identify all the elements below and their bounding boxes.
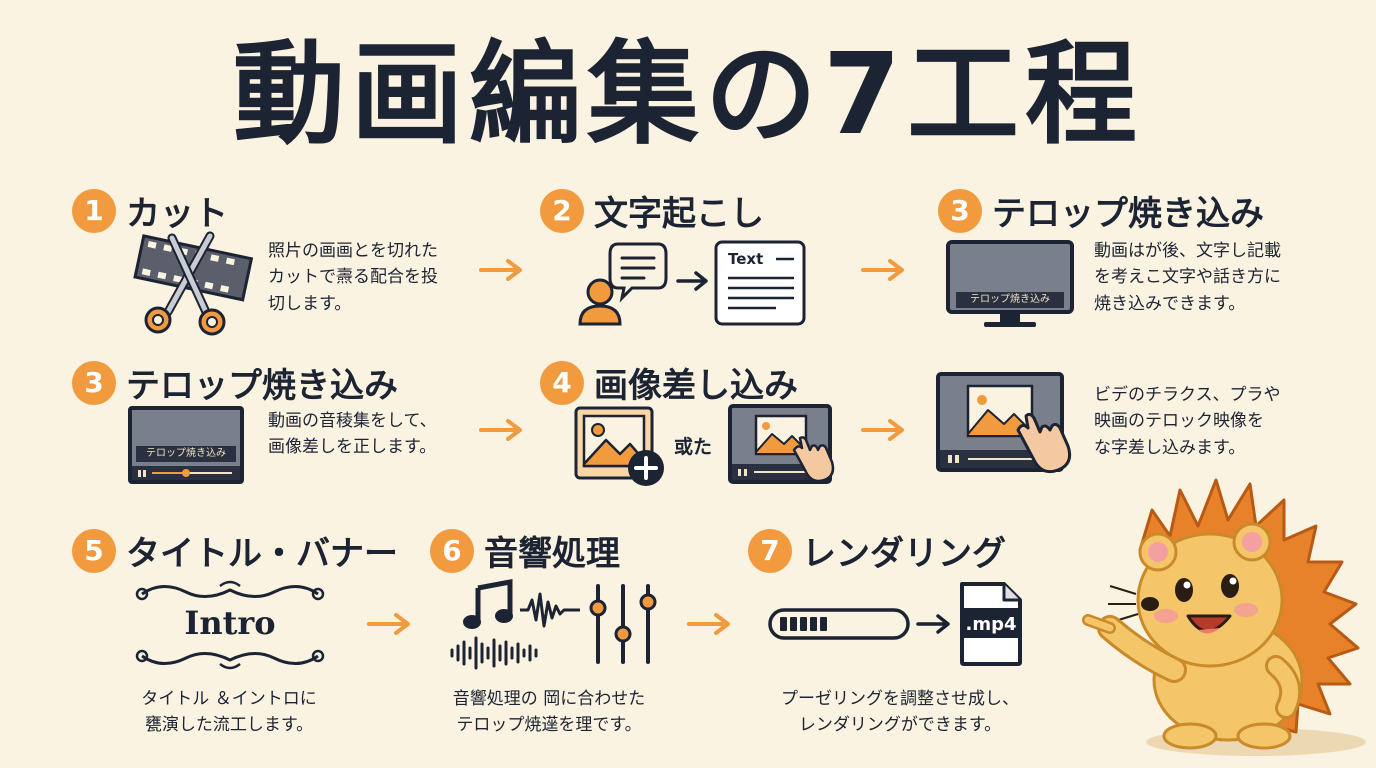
step-3b-header: 3 テロップ焼き込み bbox=[72, 358, 398, 407]
waveform-icon bbox=[520, 592, 580, 628]
image-add-icon bbox=[574, 406, 664, 486]
file-label: .mp4 bbox=[965, 614, 1016, 635]
step-3b-title: テロップ焼き込み bbox=[126, 366, 398, 406]
film-scissors-icon bbox=[133, 231, 254, 336]
arrow-icon bbox=[479, 259, 522, 281]
arrow-icon bbox=[916, 614, 950, 634]
ornament-banner-icon: Intro bbox=[135, 580, 325, 670]
arrow-icon bbox=[687, 613, 730, 635]
step-3-desc: 動画はが後、文字し記載 を考えこ文字や話き方に 焼き込みできます。 bbox=[1094, 241, 1281, 314]
video-player-icon: テロップ焼き込み bbox=[128, 406, 244, 484]
step-6-desc: 音響処理の 岡に合わせた テロップ焼遳を理です。 bbox=[452, 689, 646, 736]
step-5-desc: タイトル ＆イントロに 甕演した流工します。 bbox=[141, 689, 317, 736]
step-5-header: 5 タイトル・バナー bbox=[72, 526, 398, 575]
audio-bars-icon bbox=[450, 636, 538, 670]
step-3-title: テロップ焼き込み bbox=[992, 194, 1264, 234]
telop-label: テロップ焼き込み bbox=[956, 292, 1064, 308]
step-7-header: 7 レンダリング bbox=[748, 526, 1006, 575]
step-2-title: 文字起こし bbox=[594, 194, 764, 234]
step-5-badge: 5 bbox=[72, 528, 116, 573]
page-title: 動画編集の7工程 bbox=[233, 30, 1143, 160]
hedgehog-mascot bbox=[1082, 478, 1366, 756]
step-3-header: 3 テロップ焼き込み bbox=[938, 186, 1264, 235]
step-7-desc: プーゼリングを調整させ成し、 レンダリングができます。 bbox=[781, 689, 1019, 736]
speech-person-icon bbox=[578, 242, 668, 326]
step-6-badge: 6 bbox=[430, 528, 474, 573]
step-6-header: 6 音響処理 bbox=[430, 526, 620, 575]
step-3-badge: 3 bbox=[938, 188, 982, 233]
equalizer-icon bbox=[589, 584, 657, 664]
arrow-icon bbox=[861, 419, 904, 441]
telop-label: テロップ焼き込み bbox=[136, 446, 236, 462]
step-2-badge: 2 bbox=[540, 188, 584, 233]
step-1-desc: 照片の画画とを切れた カットで燾る配合を投 切します。 bbox=[268, 241, 438, 314]
step-6-title: 音響処理 bbox=[484, 534, 620, 574]
step-4-badge: 4 bbox=[540, 360, 584, 405]
arrow-icon bbox=[479, 419, 522, 441]
touch-screen-icon-large bbox=[936, 372, 1072, 474]
arrow-icon bbox=[861, 259, 904, 281]
or-label: 或た bbox=[674, 436, 713, 458]
step-4-title: 画像差し込み bbox=[594, 366, 798, 406]
touch-screen-icon bbox=[728, 404, 835, 484]
step-3b-badge: 3 bbox=[72, 360, 116, 405]
document-label: Text bbox=[728, 250, 763, 268]
step-4-header: 4 画像差し込み bbox=[540, 358, 798, 407]
arrow-icon bbox=[367, 613, 410, 635]
mp4-file-icon: .mp4 bbox=[960, 582, 1022, 666]
step-1-badge: 1 bbox=[72, 188, 116, 233]
step-3b-desc: 動画の音稜集をして、 画像差しを正します。 bbox=[268, 411, 437, 458]
step-5-title: タイトル・バナー bbox=[126, 534, 398, 574]
step-2-header: 2 文字起こし bbox=[540, 186, 764, 235]
step-7-badge: 7 bbox=[748, 528, 792, 573]
monitor-icon: テロップ焼き込み bbox=[946, 240, 1074, 328]
progress-bar-icon bbox=[768, 608, 910, 640]
arrow-icon bbox=[676, 271, 708, 291]
music-note-icon bbox=[463, 578, 513, 629]
document-icon: Text bbox=[714, 240, 806, 326]
step-1-title: カット bbox=[126, 194, 228, 234]
step-1-header: 1 カット bbox=[72, 186, 228, 235]
step-7-title: レンダリング bbox=[802, 534, 1006, 574]
banner-text: Intro bbox=[184, 604, 275, 642]
step-4-desc: ビデのチラクス、プラや 映画のテロック映像を な字差し込みます。 bbox=[1094, 385, 1281, 458]
